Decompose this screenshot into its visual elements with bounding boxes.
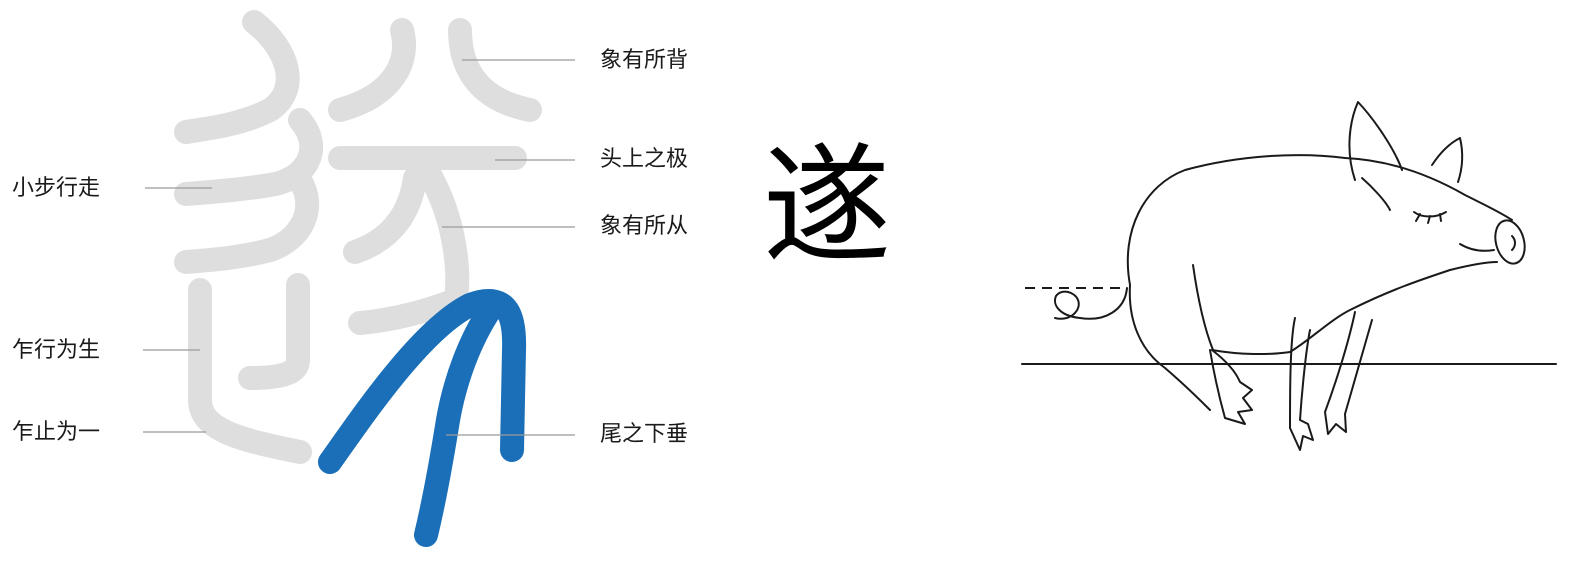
seal-stroke-6 bbox=[328, 18, 416, 122]
pig-haunch bbox=[1192, 264, 1214, 351]
pig-icon bbox=[1021, 101, 1557, 451]
pig-front-leg-2 bbox=[1324, 311, 1373, 435]
pig-back bbox=[1126, 154, 1346, 286]
pig-eyelash-3 bbox=[1439, 213, 1442, 222]
seal-stroke-9 bbox=[343, 166, 427, 264]
pig-chest bbox=[1289, 269, 1451, 353]
pig-jaw bbox=[1449, 261, 1498, 271]
label-small-step: 小步行走 bbox=[12, 176, 101, 201]
label-start-walking: 乍行为生 bbox=[12, 338, 101, 363]
pig-head-top bbox=[1344, 157, 1513, 221]
label-start-stopping: 乍止为一 bbox=[12, 420, 101, 445]
seal-stroke-1 bbox=[174, 10, 300, 144]
seal-stroke-5 bbox=[238, 273, 310, 390]
seal-stroke-3 bbox=[174, 168, 320, 274]
seal-stroke-7 bbox=[448, 18, 542, 122]
label-tail-hanging: 尾之下垂 bbox=[600, 422, 689, 447]
pig-nostril bbox=[1511, 235, 1516, 251]
seal-highlight-stroke-2 bbox=[414, 298, 502, 547]
label-head-top: 头上之极 bbox=[600, 147, 689, 172]
seal-script-character bbox=[174, 10, 542, 547]
pig-eyelash-1 bbox=[1415, 213, 1421, 222]
pig-ear-front-inner bbox=[1361, 177, 1391, 211]
leader-lines bbox=[143, 59, 575, 436]
label-follow-shape: 象有所从 bbox=[600, 214, 689, 239]
seal-stroke-4 bbox=[188, 278, 312, 464]
label-back-shape: 象有所背 bbox=[600, 48, 689, 73]
pig-belly bbox=[1211, 349, 1291, 356]
pig-rump bbox=[1128, 284, 1211, 411]
pig-mouth bbox=[1459, 243, 1495, 252]
seal-stroke-2 bbox=[174, 108, 324, 206]
pig-ear-back bbox=[1431, 137, 1464, 183]
pig-hind-leg bbox=[1209, 349, 1253, 425]
pig-snout bbox=[1494, 219, 1526, 265]
regular-script-character: 遂 bbox=[762, 132, 891, 281]
pig-tail bbox=[1054, 287, 1128, 320]
seal-highlight-stroke-1 bbox=[318, 289, 527, 474]
pig-ear-front bbox=[1348, 101, 1403, 181]
pig-eyelash-2 bbox=[1427, 215, 1431, 224]
